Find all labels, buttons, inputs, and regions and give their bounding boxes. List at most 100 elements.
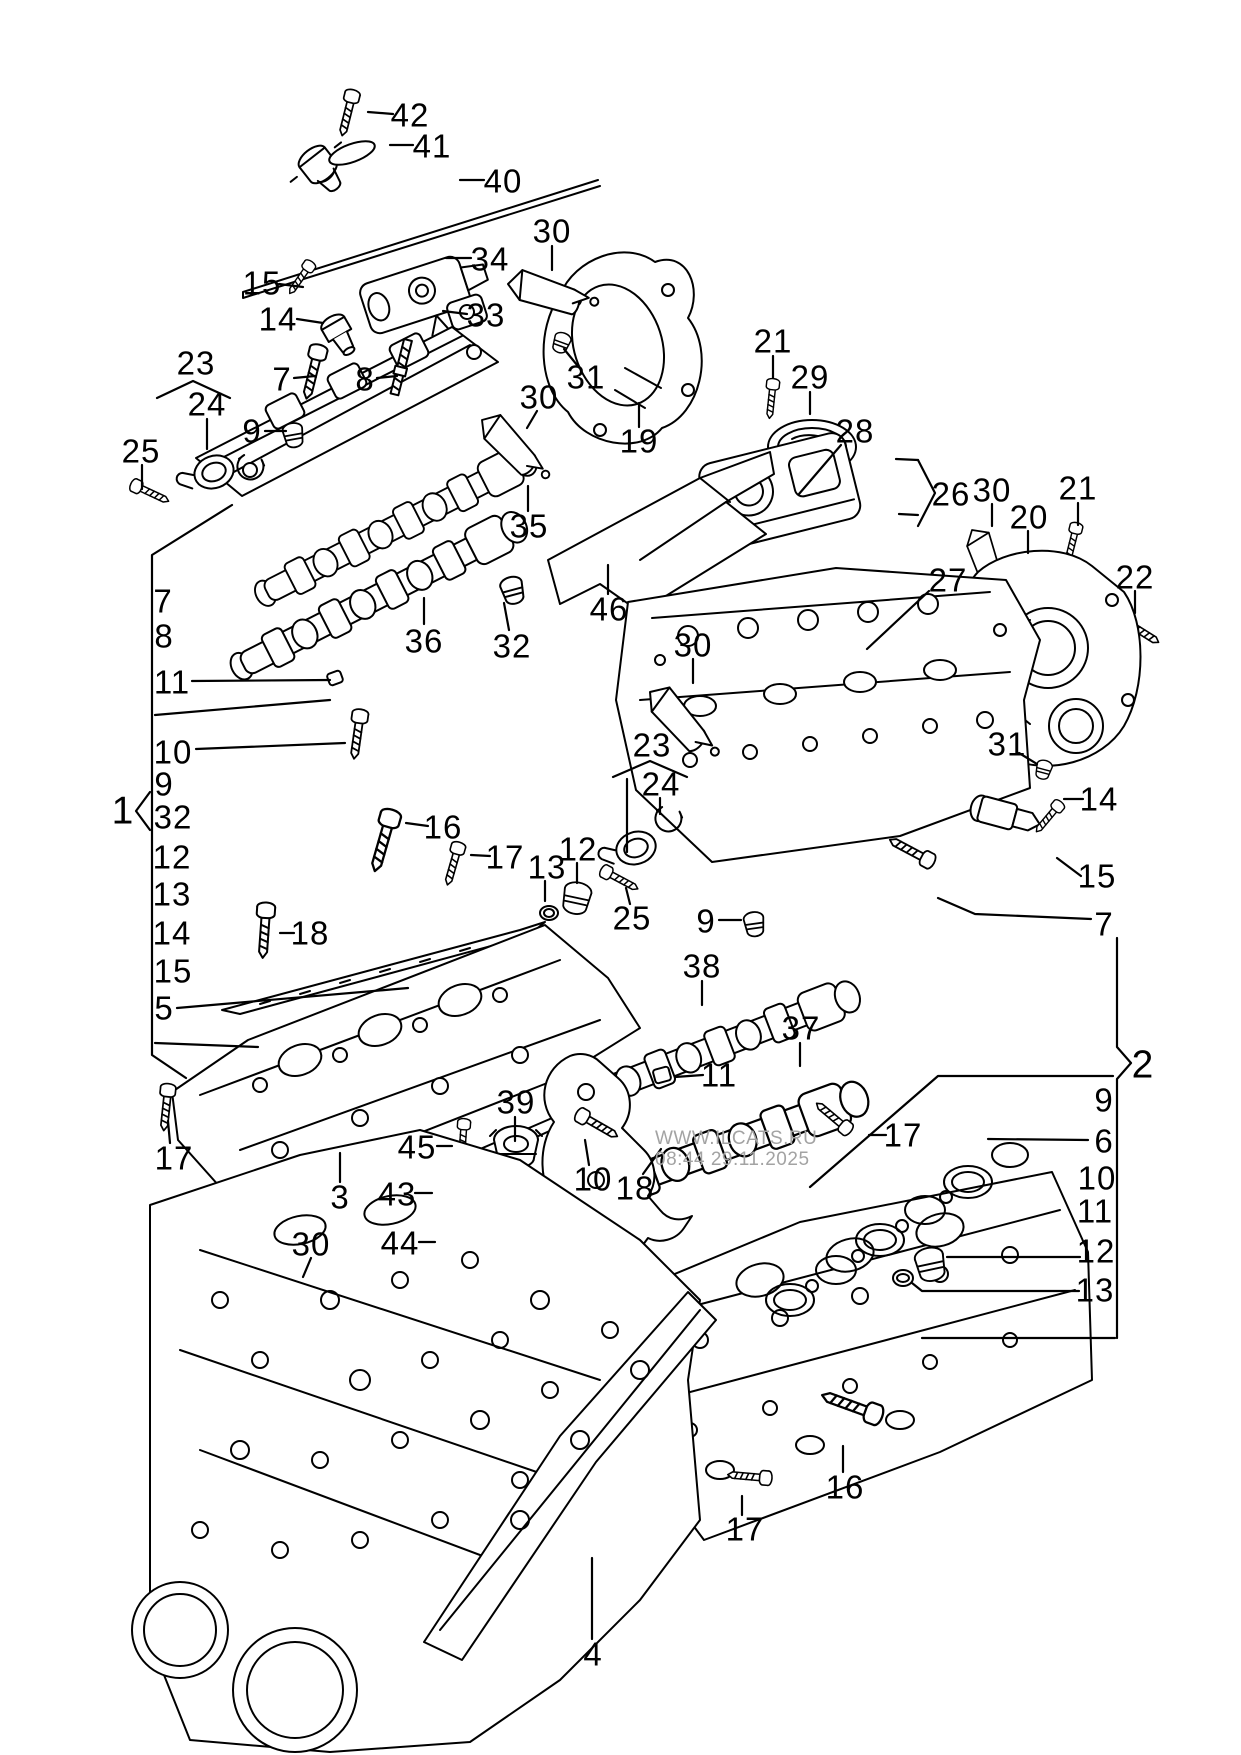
callout-9: 9 xyxy=(242,412,262,450)
cap-33 xyxy=(446,293,488,331)
callout-15: 15 xyxy=(1077,857,1117,895)
callout-15: 15 xyxy=(153,952,193,990)
callout-30: 30 xyxy=(291,1225,331,1263)
bracket-group-1 xyxy=(150,503,234,1080)
callout-28: 28 xyxy=(835,412,875,450)
leader-31 xyxy=(1017,751,1039,766)
leader-10 xyxy=(583,1138,591,1167)
leader-10 xyxy=(194,741,347,751)
callout-13: 13 xyxy=(1075,1271,1115,1309)
bolt-25 xyxy=(597,862,642,896)
callout-14: 14 xyxy=(1079,780,1119,818)
leader-lines xyxy=(134,110,1137,1641)
seal-retainer-23 xyxy=(175,454,235,490)
leader-32 xyxy=(502,601,511,632)
callout-12: 12 xyxy=(1076,1232,1116,1270)
callout-18: 18 xyxy=(615,1169,655,1207)
leader-30 xyxy=(301,1256,313,1279)
leader-27 xyxy=(865,589,931,651)
callout-30: 30 xyxy=(673,626,713,664)
leader-18 xyxy=(641,1147,663,1176)
callout-40: 40 xyxy=(483,162,523,200)
callout-27: 27 xyxy=(928,561,968,599)
callout-11: 11 xyxy=(153,663,191,701)
seal-13 xyxy=(892,1269,914,1287)
callout-26: 26 xyxy=(931,475,971,513)
sensor-14 xyxy=(966,792,1045,838)
cam-housing xyxy=(195,326,499,497)
callout-38: 38 xyxy=(682,947,722,985)
callout-21: 21 xyxy=(753,322,793,360)
callout-7: 7 xyxy=(1094,905,1114,943)
callout-13: 13 xyxy=(152,875,192,913)
callout-13: 13 xyxy=(527,848,567,886)
callout-9: 9 xyxy=(154,765,174,803)
sensor-flange xyxy=(328,140,376,166)
bolt-21 xyxy=(762,377,781,420)
callout-10: 10 xyxy=(153,733,193,771)
callout-34: 34 xyxy=(470,240,510,278)
callout-17: 17 xyxy=(725,1510,765,1548)
brace-23-left xyxy=(155,379,232,400)
leader-7 xyxy=(292,374,317,380)
callout-16: 16 xyxy=(825,1468,865,1506)
bolt-17 xyxy=(439,839,468,888)
callout-11: 11 xyxy=(1076,1192,1114,1230)
brace-26 xyxy=(916,458,937,528)
callout-24: 24 xyxy=(187,385,227,423)
bolt-18 xyxy=(252,900,277,960)
bolt-10 xyxy=(345,707,370,761)
leader-42 xyxy=(366,110,395,116)
leader-17 xyxy=(469,853,492,858)
cylinder-head-right xyxy=(615,567,1041,863)
callout-8: 8 xyxy=(154,617,174,655)
leader-14 xyxy=(295,317,325,325)
gasket-rings-6 xyxy=(765,1142,1029,1317)
leader-17 xyxy=(166,1119,172,1145)
pin-11 xyxy=(652,1065,672,1085)
group-leader-4 xyxy=(894,457,920,462)
cap-9 xyxy=(741,909,767,939)
leader-16 xyxy=(404,821,430,828)
tappet-32 xyxy=(497,573,528,608)
leader-11 xyxy=(190,678,332,683)
callout-12: 12 xyxy=(558,830,598,868)
bolt-15 xyxy=(1030,797,1067,837)
callout-6: 6 xyxy=(1094,1122,1114,1160)
callout-30: 30 xyxy=(519,378,559,416)
callout-30: 30 xyxy=(972,471,1012,509)
callout-45: 45 xyxy=(397,1128,437,1166)
callout-4: 4 xyxy=(583,1635,603,1673)
callout-12: 12 xyxy=(152,838,192,876)
engine-artwork xyxy=(127,87,1164,1753)
callout-32: 32 xyxy=(492,627,532,665)
callout-17: 17 xyxy=(154,1139,194,1177)
bolt-7 xyxy=(885,831,939,872)
leader-33 xyxy=(441,309,469,316)
engine-block xyxy=(131,1129,701,1753)
bolt-25 xyxy=(127,476,173,509)
callout-18: 18 xyxy=(290,914,330,952)
group-leader-0 xyxy=(153,698,332,717)
callout-7: 7 xyxy=(153,582,173,620)
watermark-site: WWW.ILCATS.RU xyxy=(655,1128,818,1149)
callout-19: 19 xyxy=(619,422,659,460)
sensor-14 xyxy=(320,313,356,357)
callout-33: 33 xyxy=(466,296,506,334)
callout-2: 2 xyxy=(1131,1043,1155,1087)
brace-group-2 xyxy=(1115,936,1133,1340)
callout-30: 30 xyxy=(532,212,572,250)
callout-36: 36 xyxy=(404,622,444,660)
callout-9: 9 xyxy=(696,902,716,940)
callout-14: 14 xyxy=(152,914,192,952)
group-leader-2 xyxy=(808,1074,1115,1189)
leader-7 xyxy=(936,896,1093,921)
cylinder-head-left xyxy=(171,924,641,1197)
callout-15: 15 xyxy=(242,264,282,302)
callout-10: 10 xyxy=(573,1160,613,1198)
group-leader-1 xyxy=(153,1041,260,1049)
callout-24: 24 xyxy=(641,765,681,803)
callout-14: 14 xyxy=(258,300,298,338)
callout-20: 20 xyxy=(1009,498,1049,536)
callout-23: 23 xyxy=(176,344,216,382)
